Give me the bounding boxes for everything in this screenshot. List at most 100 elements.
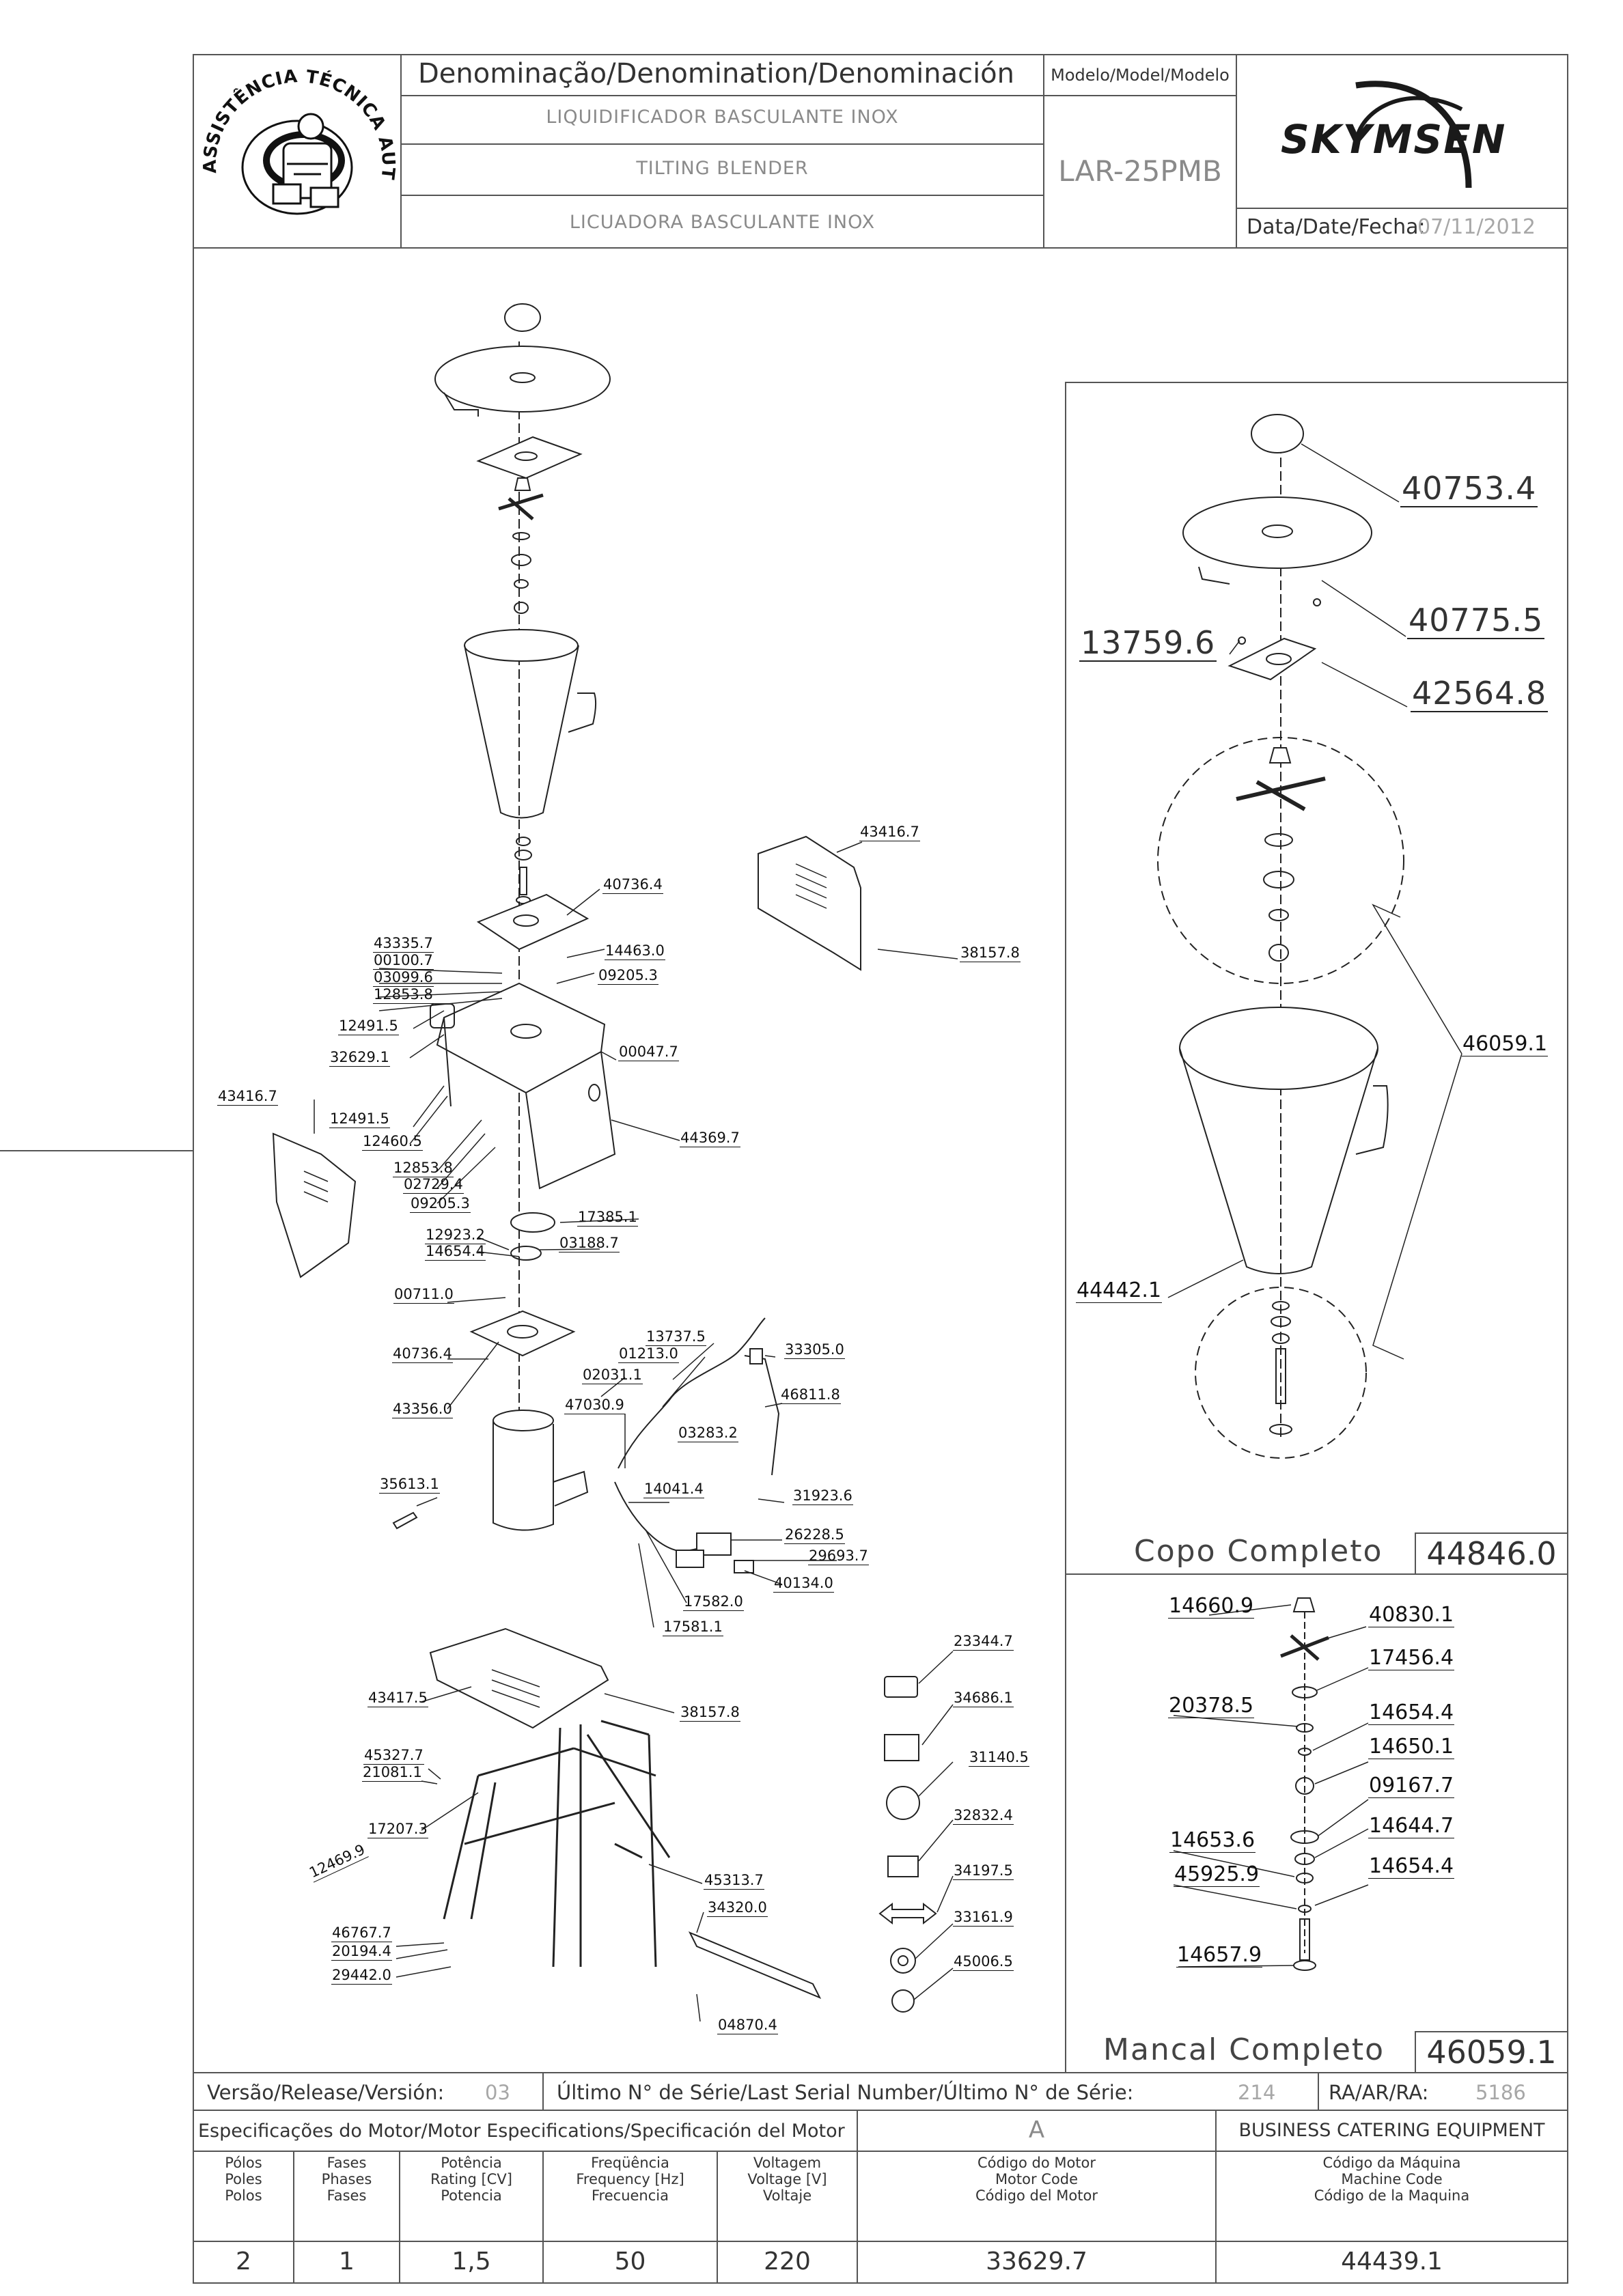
frequency-value: 50 <box>614 2248 646 2276</box>
part-label: 12853.8 <box>393 1160 454 1177</box>
part-label: 31140.5 <box>969 1749 1029 1767</box>
mancal-drawing <box>1173 1597 1369 1971</box>
part-label: 14660.9 <box>1168 1594 1255 1619</box>
model-title: Modelo/Model/Modelo <box>1051 66 1230 85</box>
part-label: 14654.4 <box>1368 1854 1455 1879</box>
part-label: 17385.1 <box>577 1209 638 1227</box>
part-label: 02729.4 <box>403 1176 464 1194</box>
part-label: 43356.0 <box>392 1401 453 1418</box>
part-label: 44442.1 <box>1076 1278 1163 1303</box>
part-label: 34686.1 <box>953 1690 1014 1707</box>
part-label: 20378.5 <box>1168 1694 1255 1718</box>
mancal-title: Mancal Completo <box>1103 2032 1385 2067</box>
part-label: 45313.7 <box>704 1872 764 1890</box>
part-label: 46767.7 <box>331 1924 392 1942</box>
ra-value: 5186 <box>1475 2081 1526 2104</box>
service-logo <box>241 113 353 215</box>
part-label: 34197.5 <box>953 1862 1014 1880</box>
copo-drawing <box>1157 414 1462 1459</box>
part-label: 33161.9 <box>953 1909 1014 1927</box>
business-label: BUSINESS CATERING EQUIPMENT <box>1238 2120 1545 2141</box>
part-label: 23344.7 <box>953 1633 1014 1651</box>
part-label: 14041.4 <box>643 1481 704 1498</box>
part-label: 17207.3 <box>367 1821 428 1838</box>
part-label: 12853.8 <box>373 986 434 1004</box>
part-label: 42564.8 <box>1411 675 1549 712</box>
part-label: 40134.0 <box>773 1575 834 1593</box>
motor-spec-label: Especificações do Motor/Motor Especifica… <box>198 2120 845 2142</box>
part-label: 47030.9 <box>564 1397 625 1414</box>
part-label: 40736.4 <box>602 876 663 894</box>
part-label: 01213.0 <box>618 1345 679 1363</box>
product-name-pt: LIQUIDIFICADOR BASCULANTE INOX <box>546 107 899 128</box>
part-label: 43416.7 <box>217 1088 278 1106</box>
part-label: 00047.7 <box>618 1044 679 1061</box>
part-label: 43417.5 <box>367 1690 428 1707</box>
part-label: 14654.4 <box>1368 1700 1455 1725</box>
exploded-view <box>272 303 958 2022</box>
ra-label: RA/AR/RA: <box>1329 2081 1429 2104</box>
denomination-title: Denominação/Denomination/Denominación <box>418 58 1015 89</box>
part-label: 14463.0 <box>605 942 665 960</box>
part-label: 14650.1 <box>1368 1735 1455 1759</box>
part-label: 40775.5 <box>1407 602 1545 639</box>
part-label: 14653.6 <box>1169 1828 1256 1853</box>
part-label: 45925.9 <box>1174 1862 1260 1887</box>
part-label: 03099.6 <box>373 969 434 987</box>
part-label: 40830.1 <box>1368 1603 1455 1627</box>
part-label: 40736.4 <box>392 1345 453 1363</box>
serial-label: Último N° de Série/Last Serial Number/Úl… <box>557 2081 1134 2104</box>
part-label: 14644.7 <box>1368 1814 1455 1838</box>
copo-title: Copo Completo <box>1134 1534 1383 1569</box>
part-label: 09205.3 <box>598 967 658 985</box>
date-label: Data/Date/Fecha: <box>1247 215 1426 239</box>
part-label: 45327.7 <box>363 1747 424 1765</box>
part-label: 12923.2 <box>425 1227 486 1244</box>
part-label: 04870.4 <box>717 2017 778 2034</box>
part-label: 40753.4 <box>1400 470 1538 507</box>
part-label: 20194.4 <box>331 1943 392 1961</box>
serial-value: 214 <box>1238 2081 1276 2104</box>
part-label: 45006.5 <box>953 1953 1014 1971</box>
part-label: 17456.4 <box>1368 1646 1455 1670</box>
voltage-value: 220 <box>764 2248 811 2276</box>
part-label: 29442.0 <box>331 1967 392 1985</box>
phases-value: 1 <box>339 2248 355 2276</box>
part-label: 12460.5 <box>362 1133 423 1151</box>
part-label: 33305.0 <box>784 1341 845 1359</box>
brand-logo: SKYMSEN <box>1281 116 1507 163</box>
part-label: 03188.7 <box>559 1235 620 1252</box>
part-label: 02031.1 <box>582 1367 643 1384</box>
machine-code-value: 44439.1 <box>1341 2248 1443 2276</box>
part-label: 13759.6 <box>1079 624 1217 662</box>
part-label: 17582.0 <box>683 1593 744 1611</box>
part-label: 26228.5 <box>784 1526 845 1544</box>
part-label: 35613.1 <box>379 1476 440 1494</box>
copo-code: 44846.0 <box>1426 1535 1557 1572</box>
part-label: 34320.0 <box>707 1899 768 1917</box>
part-label: 14657.9 <box>1176 1943 1263 1968</box>
motor-code-value: 33629.7 <box>986 2248 1087 2276</box>
part-label: 46811.8 <box>780 1386 841 1404</box>
part-label: 46059.1 <box>1462 1032 1549 1056</box>
version-value: 03 <box>485 2081 510 2104</box>
part-label: 00711.0 <box>393 1286 454 1304</box>
part-label: 09205.3 <box>410 1195 471 1213</box>
model-value: LAR-25PMB <box>1058 154 1222 188</box>
part-label: 32629.1 <box>329 1049 390 1067</box>
rating-value: 1,5 <box>452 2248 491 2276</box>
part-label: 43335.7 <box>373 935 434 953</box>
part-label: 32832.4 <box>953 1807 1014 1825</box>
part-label: 14654.4 <box>425 1243 486 1261</box>
part-label: 13737.5 <box>646 1328 706 1346</box>
part-label: 43416.7 <box>859 824 920 841</box>
part-label: 17581.1 <box>663 1619 723 1636</box>
part-label: 38157.8 <box>680 1704 740 1722</box>
